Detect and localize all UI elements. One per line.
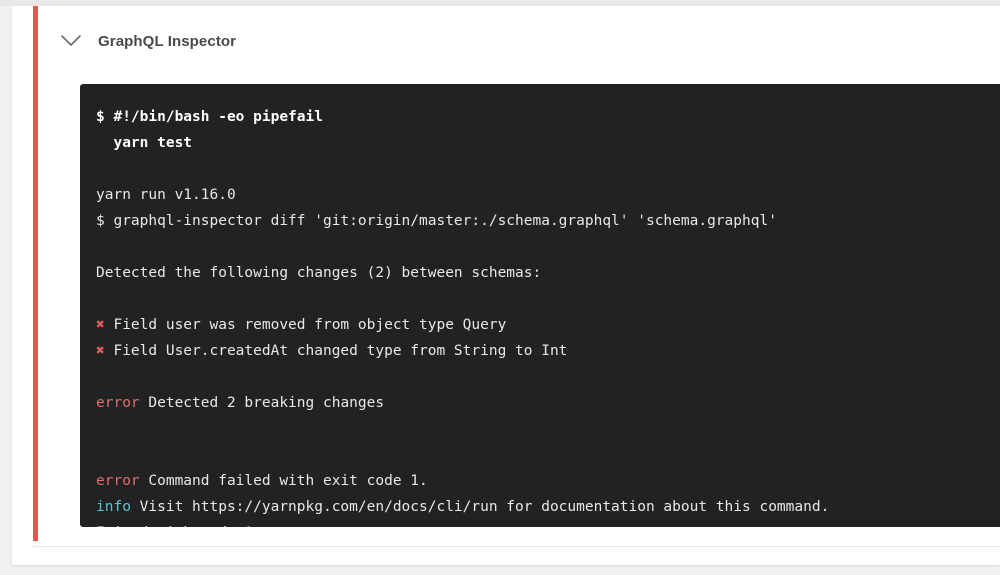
top-gutter-strip <box>0 0 1000 6</box>
terminal-line-blank <box>96 234 1000 260</box>
terminal-line-output: Exited with code 1 <box>96 520 1000 527</box>
terminal-line-error: error Detected 2 breaking changes <box>96 390 1000 416</box>
build-step-card: GraphQL Inspector $ #!/bin/bash -eo pipe… <box>12 6 1000 565</box>
step-status-bar-failed <box>33 6 38 541</box>
terminal-line-blank <box>96 364 1000 390</box>
terminal-token-bold: yarn test <box>96 135 193 151</box>
terminal-token-bold: $ #!/bin/bash -eo pipefail <box>96 109 323 125</box>
terminal-token-default: Detected 2 breaking changes <box>139 395 385 411</box>
terminal-line-change: ✖ Field User.createdAt changed type from… <box>96 338 1000 364</box>
terminal-token-default: Detected the following changes (2) betwe… <box>96 265 542 281</box>
terminal-line-blank <box>96 416 1000 442</box>
terminal-token-error: error <box>96 395 140 411</box>
terminal-token-default: Visit https://yarnpkg.com/en/docs/cli/ru… <box>130 499 830 515</box>
terminal-token-info: info <box>96 499 131 515</box>
terminal-line-blank <box>96 156 1000 182</box>
terminal-token-cross: ✖ <box>96 343 105 359</box>
terminal-line-blank <box>96 286 1000 312</box>
terminal-token-default: yarn run v1.16.0 <box>96 187 236 203</box>
terminal-line-error: error Command failed with exit code 1. <box>96 468 1000 494</box>
step-header[interactable]: GraphQL Inspector <box>58 22 236 60</box>
step-divider <box>33 546 1000 547</box>
terminal-line-info: info Visit https://yarnpkg.com/en/docs/c… <box>96 494 1000 520</box>
terminal-token-default: Field user was removed from object type … <box>104 317 507 333</box>
terminal-token-default: $ graphql-inspector diff 'git:origin/mas… <box>96 213 777 229</box>
terminal-token-default: Field User.createdAt changed type from S… <box>104 343 568 359</box>
step-title: GraphQL Inspector <box>98 32 237 50</box>
chevron-down-icon[interactable] <box>58 28 84 54</box>
terminal-line-command: $ #!/bin/bash -eo pipefail <box>96 104 1000 130</box>
terminal-line-change: ✖ Field user was removed from object typ… <box>96 312 1000 338</box>
terminal-token-default: Command failed with exit code 1. <box>139 473 428 489</box>
terminal-line-blank <box>96 442 1000 468</box>
terminal-line-output: yarn run v1.16.0 <box>96 182 1000 208</box>
terminal-line-output: $ graphql-inspector diff 'git:origin/mas… <box>96 208 1000 234</box>
terminal-line-output: Detected the following changes (2) betwe… <box>96 260 1000 286</box>
terminal-token-cross: ✖ <box>96 317 105 333</box>
terminal-output-log[interactable]: $ #!/bin/bash -eo pipefail yarn test yarn… <box>80 84 1000 527</box>
terminal-token-error: error <box>96 473 140 489</box>
terminal-token-default: Exited with code 1 <box>96 525 253 527</box>
terminal-line-command: yarn test <box>96 130 1000 156</box>
